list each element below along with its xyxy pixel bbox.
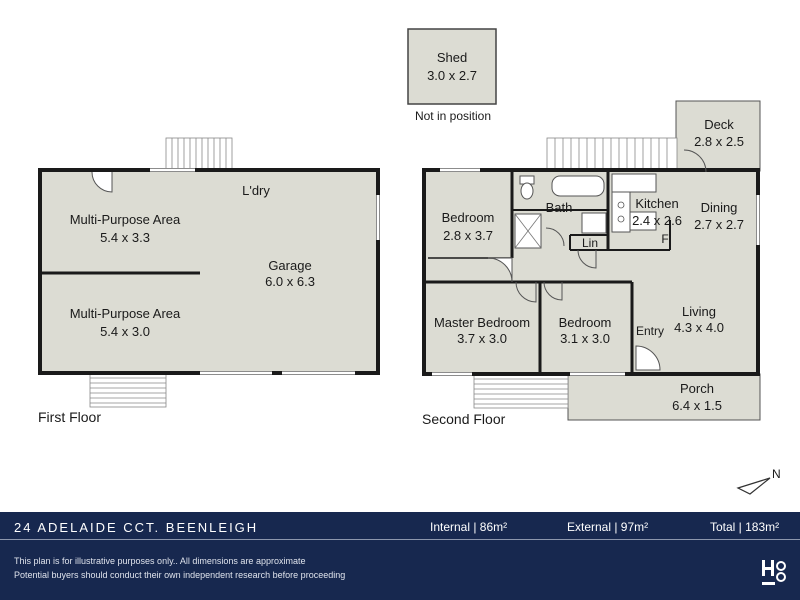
footer-bar: 24 ADELAIDE CCT. BEENLEIGH Internal | 86… [0, 512, 800, 600]
fridge-label: F [661, 232, 668, 246]
laundry-label: L'dry [242, 183, 270, 198]
stairs-bottom-second [473, 373, 569, 409]
bedroom-2-label: Bedroom [559, 315, 612, 330]
dining-label: Dining [701, 200, 738, 215]
disclaimer-line-1: This plan is for illustrative purposes o… [14, 556, 306, 566]
stairs-top-second [546, 137, 678, 171]
kitchen-label: Kitchen [635, 196, 678, 211]
shed-dims: 3.0 x 2.7 [427, 68, 477, 83]
mpa-upper-label: Multi-Purpose Area [70, 212, 181, 227]
mpa-lower-dims: 5.4 x 3.0 [100, 324, 150, 339]
footer-divider [0, 539, 800, 540]
property-address: 24 ADELAIDE CCT. BEENLEIGH [14, 520, 259, 535]
mpa-lower-label: Multi-Purpose Area [70, 306, 181, 321]
living-dims: 4.3 x 4.0 [674, 320, 724, 335]
garage-dims: 6.0 x 6.3 [265, 274, 315, 289]
internal-area: Internal | 86m² [430, 520, 508, 534]
porch-area [567, 373, 761, 421]
deck-area [675, 100, 761, 172]
floor-plan: Shed 3.0 x 2.7 Not in position Multi-Pur… [38, 28, 781, 495]
mpa-upper-dims: 5.4 x 3.3 [100, 230, 150, 245]
shed-note: Not in position [415, 109, 491, 123]
bedroom-1-label: Bedroom [442, 210, 495, 225]
kitchen-dims: 2.4 x 2.6 [632, 213, 682, 228]
external-area: External | 97m² [567, 520, 649, 534]
porch-dims: 6.4 x 1.5 [672, 398, 722, 413]
second-floor-label: Second Floor [422, 411, 506, 427]
bedroom-2-dims: 3.1 x 3.0 [560, 331, 610, 346]
master-bedroom-dims: 3.7 x 3.0 [457, 331, 507, 346]
first-floor-plan: Multi-Purpose Area 5.4 x 3.3 Multi-Purpo… [38, 137, 380, 425]
deck-label: Deck [704, 117, 734, 132]
bath-label: Bath [546, 200, 573, 215]
shed: Shed 3.0 x 2.7 Not in position [407, 28, 497, 123]
bedroom-1-dims: 2.8 x 3.7 [443, 228, 493, 243]
total-area: Total | 183m² [710, 520, 780, 534]
living-label: Living [682, 304, 716, 319]
disclaimer-line-2: Potential buyers should conduct their ow… [14, 570, 346, 580]
garage-label: Garage [268, 258, 311, 273]
shed-label: Shed [437, 50, 467, 65]
second-floor-plan: Bedroom 2.8 x 3.7 Bath Lin Kitchen 2.4 x… [422, 100, 761, 427]
dining-dims: 2.7 x 2.7 [694, 217, 744, 232]
deck-dims: 2.8 x 2.5 [694, 134, 744, 149]
first-floor-label: First Floor [38, 409, 101, 425]
brand-logo-icon [762, 560, 786, 585]
porch-label: Porch [680, 381, 714, 396]
stairs-bottom [89, 372, 167, 408]
master-bedroom-label: Master Bedroom [434, 315, 530, 330]
stairs-top [165, 137, 233, 171]
compass-letter: N [772, 467, 781, 481]
entry-label: Entry [636, 324, 664, 338]
north-compass-icon: N [736, 467, 781, 495]
linen-label: Lin [582, 236, 598, 250]
